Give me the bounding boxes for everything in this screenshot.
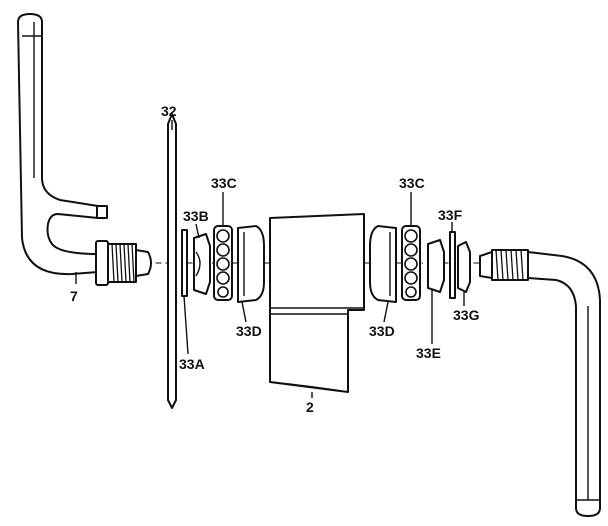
label-7: 7: [70, 288, 78, 304]
part-33c-right-bearing: [401, 225, 421, 301]
label-33f: 33F: [438, 207, 463, 223]
part-33b-cup: [193, 233, 211, 295]
part-33g-nut: [457, 241, 471, 293]
part-33d-right-cup: [369, 225, 397, 303]
label-33a: 33A: [179, 356, 205, 372]
part-33c-left-bearing: [213, 225, 233, 301]
part-33f-washer: [449, 231, 456, 299]
label-33e: 33E: [416, 345, 441, 361]
label-33d-left: 33D: [236, 323, 262, 339]
label-33c-left: 33C: [211, 175, 237, 191]
frame-shell: [269, 213, 365, 393]
chainring: [167, 113, 177, 409]
leader-lines: [75, 120, 465, 398]
part-33d-left-cup: [237, 225, 265, 303]
label-33b: 33B: [183, 208, 209, 224]
label-33d-right: 33D: [369, 323, 395, 339]
right-crank-arm: [479, 249, 601, 517]
part-33e-cup: [427, 239, 445, 293]
label-32: 32: [161, 103, 177, 119]
label-2: 2: [306, 399, 314, 415]
label-33g: 33G: [453, 307, 480, 323]
left-crank-arm: [17, 13, 152, 286]
part-33a-washer: [181, 229, 188, 297]
label-33c-right: 33C: [399, 175, 425, 191]
